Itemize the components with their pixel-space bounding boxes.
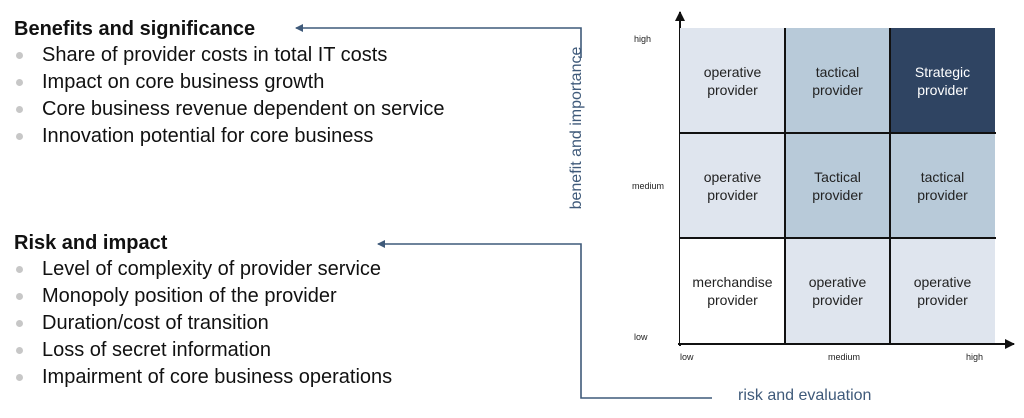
cell-label: operative provider: [703, 63, 762, 98]
bullet-icon: [16, 347, 23, 354]
list-item-text: Impairment of core business operations: [42, 366, 393, 388]
matrix-cell-high-low: operative provider: [680, 28, 785, 133]
y-tick-medium: medium: [632, 181, 665, 191]
list-item: Core business revenue dependent on servi…: [14, 96, 444, 123]
cell-label: operative provider: [913, 273, 972, 308]
list-item: Impairment of core business operations: [14, 364, 392, 391]
list-item: Impact on core business growth: [14, 69, 444, 96]
list-item-text: Impact on core business growth: [42, 71, 325, 93]
matrix-cell-medium-medium: Tactical provider: [785, 133, 890, 238]
matrix-cell-high-medium: tactical provider: [785, 28, 890, 133]
x-tick-low: low: [680, 352, 694, 362]
bullet-icon: [16, 133, 23, 140]
list-item-text: Innovation potential for core business: [42, 125, 374, 147]
cell-label: tactical provider: [812, 63, 863, 98]
benefits-title: Benefits and significance: [14, 18, 256, 40]
bullet-icon: [16, 79, 23, 86]
risk-list: Level of complexity of provider service …: [14, 256, 392, 391]
cell-label: Strategic provider: [914, 63, 971, 98]
x-tick-high: high: [966, 352, 984, 362]
benefits-section: Benefits and significance Share of provi…: [14, 16, 444, 150]
bullet-icon: [16, 106, 23, 113]
bullet-icon: [16, 266, 23, 273]
matrix-cell-medium-low: operative provider: [680, 133, 785, 238]
matrix-cell-medium-high: tactical provider: [890, 133, 995, 238]
bullet-icon: [16, 320, 23, 327]
list-item-text: Share of provider costs in total IT cost…: [42, 44, 388, 66]
list-item-text: Duration/cost of transition: [42, 312, 269, 334]
cell-label: operative provider: [703, 168, 762, 203]
cell-label: merchandise provider: [692, 273, 773, 308]
list-item: Level of complexity of provider service: [14, 256, 392, 283]
matrix-grid-lines: [680, 28, 996, 344]
cell-label: tactical provider: [917, 168, 968, 203]
benefits-list: Share of provider costs in total IT cost…: [14, 42, 444, 150]
benefits-connector-arrow: [295, 24, 582, 58]
bullet-icon: [16, 52, 23, 59]
y-tick-high: high: [634, 34, 652, 44]
list-item: Innovation potential for core business: [14, 123, 444, 150]
matrix-cell-low-medium: operative provider: [785, 238, 890, 343]
list-item-text: Loss of secret information: [42, 339, 271, 361]
provider-matrix: operative provider tactical provider Str…: [680, 28, 996, 344]
matrix-cell-high-high: Strategic provider: [890, 28, 995, 133]
list-item: Duration/cost of transition: [14, 310, 392, 337]
list-item-text: Level of complexity of provider service: [42, 258, 382, 280]
y-axis-title: benefit and importance: [568, 46, 585, 210]
risk-connector-arrow: [377, 240, 712, 399]
y-tick-low: low: [634, 332, 648, 342]
bullet-icon: [16, 374, 23, 381]
risk-title: Risk and impact: [14, 232, 168, 254]
matrix-cell-low-high: operative provider: [890, 238, 995, 343]
list-item-text: Monopoly position of the provider: [42, 285, 337, 307]
list-item: Share of provider costs in total IT cost…: [14, 42, 444, 69]
bullet-icon: [16, 293, 23, 300]
risk-section: Risk and impact Level of complexity of p…: [14, 230, 392, 391]
x-axis-title: risk and evaluation: [738, 387, 872, 404]
cell-label: Tactical provider: [812, 168, 863, 203]
x-tick-medium: medium: [828, 352, 861, 362]
matrix-cell-low-low: merchandise provider: [680, 238, 785, 343]
list-item: Monopoly position of the provider: [14, 283, 392, 310]
list-item-text: Core business revenue dependent on servi…: [42, 98, 445, 120]
cell-label: operative provider: [808, 273, 867, 308]
list-item: Loss of secret information: [14, 337, 392, 364]
